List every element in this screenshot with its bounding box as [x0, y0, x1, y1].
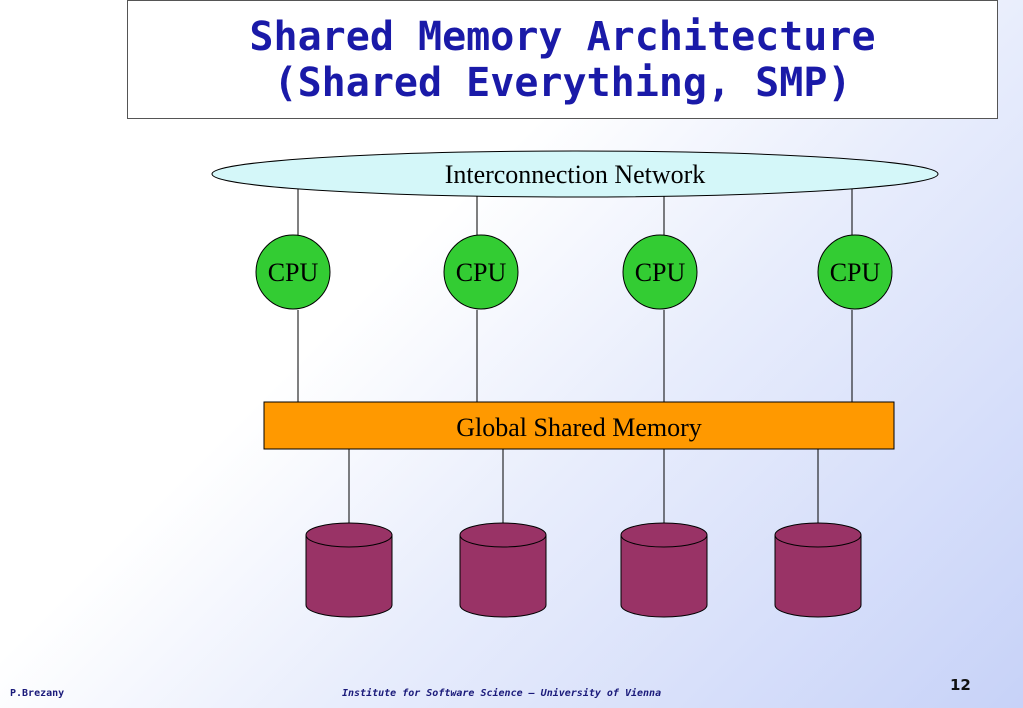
- interconnection-network: [211, 150, 939, 198]
- footer-author: P.Brezany: [10, 688, 65, 699]
- slide-title-line-1: Shared Memory Architecture: [249, 13, 876, 60]
- global-shared-memory: [263, 401, 895, 450]
- cpu-label: CPU: [635, 258, 686, 287]
- page-number: 12: [950, 676, 971, 694]
- disk-cylinder-3: [620, 522, 708, 618]
- slide-title-box: Shared Memory Architecture (Shared Every…: [127, 0, 998, 119]
- cpu-node-1: CPU: [255, 234, 331, 310]
- footer-institute: Institute for Software Science – Univers…: [342, 688, 662, 699]
- network-label: Interconnection Network: [445, 160, 706, 189]
- disk-cylinder-1: [305, 522, 393, 618]
- disk-cylinder-4: [774, 522, 862, 618]
- cpu-node-3: CPU: [622, 234, 698, 310]
- cpu-label: CPU: [268, 258, 319, 287]
- cpu-node-2: CPU: [443, 234, 519, 310]
- slide-title-line-2: (Shared Everything, SMP): [273, 59, 852, 106]
- memory-label: Global Shared Memory: [456, 413, 702, 442]
- cpu-label: CPU: [830, 258, 881, 287]
- cpu-node-4: CPU: [817, 234, 893, 310]
- disk-cylinder-2: [459, 522, 547, 618]
- cpu-label: CPU: [456, 258, 507, 287]
